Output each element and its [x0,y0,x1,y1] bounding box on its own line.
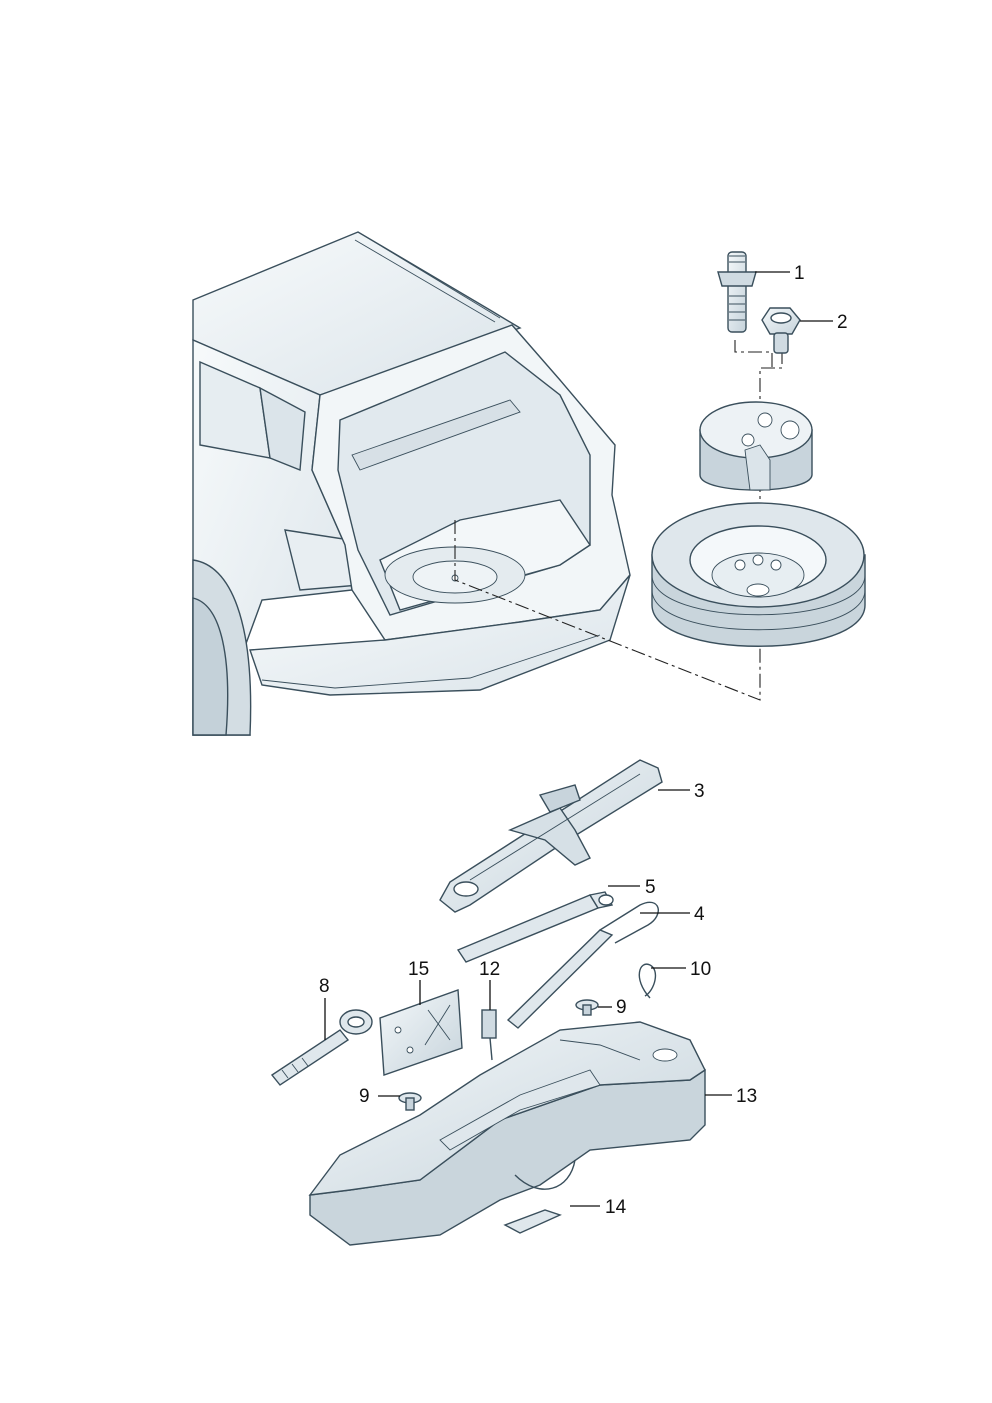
part-5-wheel-wrench [456,891,614,963]
callout-2: 2 [837,312,848,333]
part-13-tool-tray [308,1021,706,1246]
part-9-fastener-upper [575,999,599,1016]
foam-insert-disc [699,401,813,491]
callout-4: 4 [694,904,705,925]
callout-10: 10 [690,959,711,980]
part-8-towing-eye [270,1009,373,1086]
callout-3: 3 [694,781,705,802]
callout-1: 1 [794,263,805,284]
callout-13: 13 [736,1086,757,1107]
callout-8: 8 [319,976,330,997]
part-9-fastener-lower [398,1092,422,1111]
part-12-connector [481,1009,497,1061]
part-2-nut [761,307,801,354]
part-1-bolt [717,251,757,333]
callout-5: 5 [645,877,656,898]
vehicle-rear-illustration [192,231,631,736]
part-3-jack [439,759,663,913]
callout-9-lower: 9 [359,1086,370,1107]
part-4-crank [506,901,659,1029]
part-15-plate [379,989,463,1076]
callout-14: 14 [605,1197,627,1218]
callout-12: 12 [479,959,500,980]
part-10-clip [638,963,657,999]
spare-wheel [651,502,866,647]
part-14-strap-clip [503,1209,562,1234]
callout-leaders [324,271,833,1207]
callout-9-upper: 9 [616,997,627,1018]
callout-15: 15 [408,959,429,980]
